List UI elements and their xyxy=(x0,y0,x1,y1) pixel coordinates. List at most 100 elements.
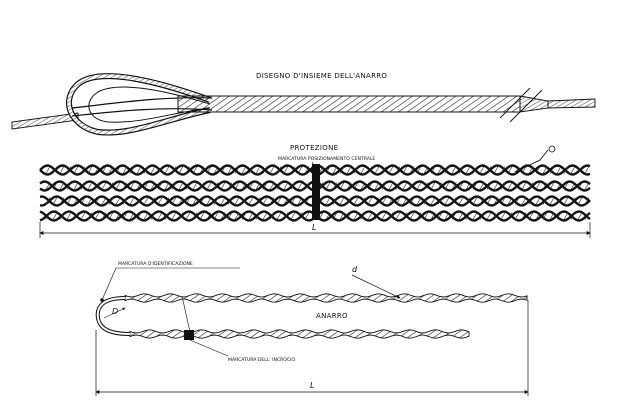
protection-rod-lay xyxy=(171,182,177,190)
protection-rod-lay xyxy=(115,197,121,205)
protection-rod-lay xyxy=(479,197,485,205)
protection-rod-lay xyxy=(507,166,513,174)
protection-rod-lay xyxy=(472,197,478,205)
protection-rod-lay xyxy=(143,197,149,205)
protection-rod-lay xyxy=(437,212,443,220)
protection-rod-lay xyxy=(451,212,457,220)
protection-rod-lay xyxy=(486,182,492,190)
protection-rod-lay xyxy=(416,197,422,205)
protection-rod-lay xyxy=(164,197,170,205)
protection-rod-lay xyxy=(122,166,128,174)
protection-rod-lay xyxy=(199,212,205,220)
protection-rod-lay xyxy=(444,182,450,190)
protection-rod-lay xyxy=(66,182,72,190)
break-line-1 xyxy=(499,87,531,119)
protection-rod-lay xyxy=(255,182,261,190)
protection-rod-lay xyxy=(360,197,366,205)
protection-rod-lay xyxy=(367,212,373,220)
protection-rod-lay xyxy=(262,182,268,190)
protection-dim-label: L xyxy=(312,223,316,232)
protection-rod-lay xyxy=(353,182,359,190)
protection-rod-lay xyxy=(276,166,282,174)
protection-end-ring xyxy=(548,145,556,153)
protection-rod-lay xyxy=(381,197,387,205)
protection-rod-lay xyxy=(45,212,51,220)
protection-rod-lay xyxy=(45,182,51,190)
protection-rod-lay xyxy=(192,182,198,190)
protection-rod-lay xyxy=(115,212,121,220)
protection-rod-lay xyxy=(570,197,576,205)
protection-rod-lay xyxy=(556,166,562,174)
protection-rod-lay xyxy=(234,166,240,174)
protection-rod-lay xyxy=(122,182,128,190)
protection-rod-lay xyxy=(437,166,443,174)
protection-rod-lay xyxy=(304,197,310,205)
protection-rod-lay xyxy=(535,212,541,220)
assembly-view: DISEGNO D'INSIEME DELL'ANARRO xyxy=(11,72,596,136)
protection-rod-lay xyxy=(521,182,527,190)
protection-rod-lay xyxy=(241,166,247,174)
break-line-2 xyxy=(509,89,543,123)
protection-rod-lay xyxy=(150,166,156,174)
protection-rod-lay xyxy=(59,166,65,174)
assembly-title: DISEGNO D'INSIEME DELL'ANARRO xyxy=(256,72,387,80)
protection-rod-lay xyxy=(73,197,79,205)
protection-rod-lay xyxy=(199,197,205,205)
protection-rod-lay xyxy=(339,197,345,205)
protection-rod-lay xyxy=(493,197,499,205)
protection-rod-lay xyxy=(353,212,359,220)
anchor-id-marking-label: MARCATURA D'IDENTIFICAZIONE xyxy=(118,261,193,267)
protection-rod-lay xyxy=(73,182,79,190)
protection-rod-lay xyxy=(129,166,135,174)
protection-rod-lay xyxy=(206,212,212,220)
protection-rod-lay xyxy=(73,166,79,174)
protection-rod-lay xyxy=(199,166,205,174)
protection-rod-lay xyxy=(486,197,492,205)
anchor-view: MARCATURA D'IDENTIFICAZIONE ANARRO D MAR… xyxy=(95,261,529,396)
protection-rod-lay xyxy=(584,212,590,220)
protection-rod-lay xyxy=(297,166,303,174)
protection-rod-lay xyxy=(451,197,457,205)
protection-rod-lay xyxy=(269,212,275,220)
protection-rod-lay xyxy=(52,182,58,190)
conductor-right xyxy=(547,98,596,109)
protection-rod-lay xyxy=(94,166,100,174)
protection-rod-lay xyxy=(570,182,576,190)
protection-rod-lay xyxy=(458,182,464,190)
protection-rod-lay xyxy=(500,212,506,220)
protection-rod-lay xyxy=(213,166,219,174)
protection-rod-lay xyxy=(346,182,352,190)
protection-rod-lay xyxy=(276,182,282,190)
protection-rod-lay xyxy=(283,197,289,205)
protection-rod-lay xyxy=(262,212,268,220)
protection-rod-lay xyxy=(521,166,527,174)
protection-rod-lay xyxy=(45,197,51,205)
protection-rod-lay xyxy=(486,166,492,174)
protection-rod-lay xyxy=(388,166,394,174)
protection-rod-lay xyxy=(402,197,408,205)
protection-rod-lay xyxy=(206,182,212,190)
protection-rod-lay xyxy=(346,212,352,220)
protection-rod-lay xyxy=(570,212,576,220)
protection-rod-lay xyxy=(549,197,555,205)
anchor-loop-diameter-label: D xyxy=(112,307,118,316)
protection-rod-lay xyxy=(150,197,156,205)
protection-rod-lay xyxy=(563,166,569,174)
protection-rod-lay xyxy=(248,182,254,190)
protection-rod-lay xyxy=(402,182,408,190)
protection-rod-lay xyxy=(59,197,65,205)
protection-rod-lay xyxy=(402,212,408,220)
protection-rod-lay xyxy=(556,197,562,205)
protection-rod-lay xyxy=(528,212,534,220)
protection-rod-lay xyxy=(360,212,366,220)
protection-rod-lay xyxy=(220,166,226,174)
anchor-loop-diameter-line xyxy=(103,307,126,319)
protection-rod-lay xyxy=(101,212,107,220)
protection-rod-lay xyxy=(542,212,548,220)
anchor-wire-diameter-label: d xyxy=(352,265,358,274)
protection-rod-lay xyxy=(80,212,86,220)
protection-rod-lay xyxy=(409,197,415,205)
protection-rod-lay xyxy=(521,197,527,205)
protection-rod-lay xyxy=(66,166,72,174)
protection-end-tip xyxy=(514,149,549,173)
